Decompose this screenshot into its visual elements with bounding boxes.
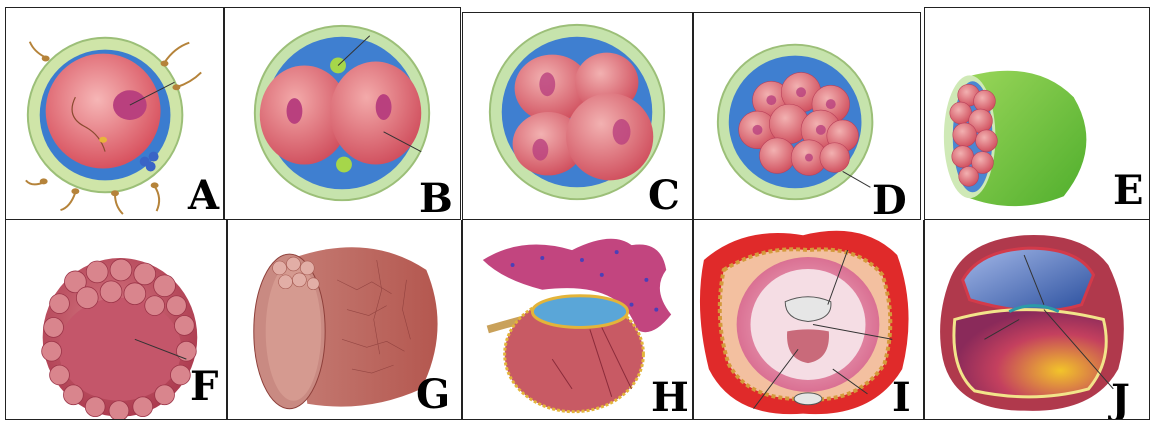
panel-label-f: F (190, 367, 218, 407)
panel-label-j: J (1111, 380, 1130, 420)
panel-label-e: E (1113, 171, 1144, 211)
panel-label-a: A (188, 176, 219, 216)
panel-c: C (462, 12, 693, 220)
panel-label-h: H (651, 378, 689, 418)
panel-i: I (693, 220, 924, 420)
panel-j: J (924, 220, 1150, 420)
panel-label-i: I (892, 378, 911, 418)
panel-d: D (693, 12, 921, 220)
panel-b: B (224, 7, 461, 220)
panel-label-b: B (419, 179, 453, 219)
panel-h: H (462, 220, 693, 420)
panel-a: A (5, 7, 224, 220)
panel-e: E (924, 7, 1150, 220)
panel-g: G (227, 220, 462, 420)
panel-label-c: C (648, 176, 680, 216)
panel-label-d: D (872, 181, 907, 220)
panel-f: F (5, 220, 227, 420)
embryonic-disc-illustration (694, 220, 923, 419)
panel-label-g: G (416, 375, 450, 415)
